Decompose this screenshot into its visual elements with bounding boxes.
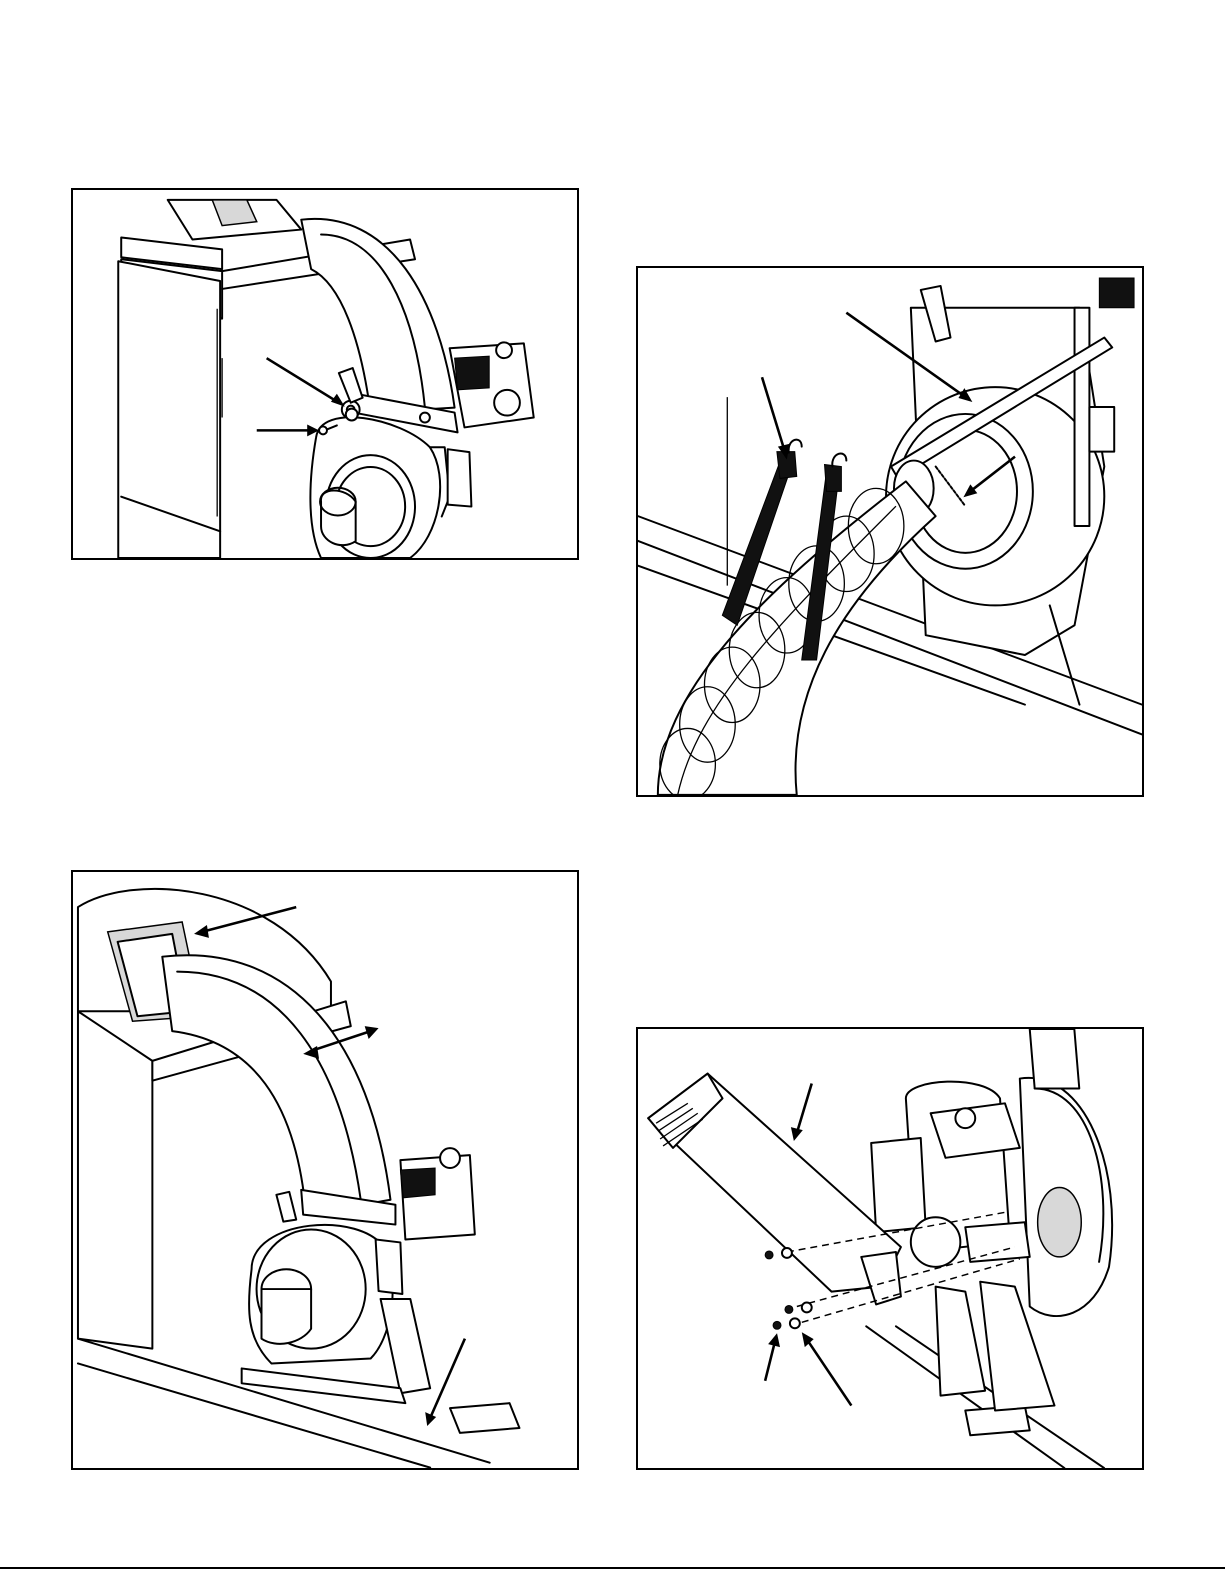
page-footer-rule [0,1567,1225,1569]
figure-blower-bolt [71,188,579,560]
blower-bolt-illustration [73,190,577,558]
figure-intake-nozzle [636,1027,1144,1470]
intake-nozzle-illustration [638,1029,1142,1468]
chute-bracket-illustration [73,872,577,1468]
figure-hose-straps [636,266,1144,797]
figure-chute-bracket [71,870,579,1470]
hose-straps-illustration [638,268,1142,795]
